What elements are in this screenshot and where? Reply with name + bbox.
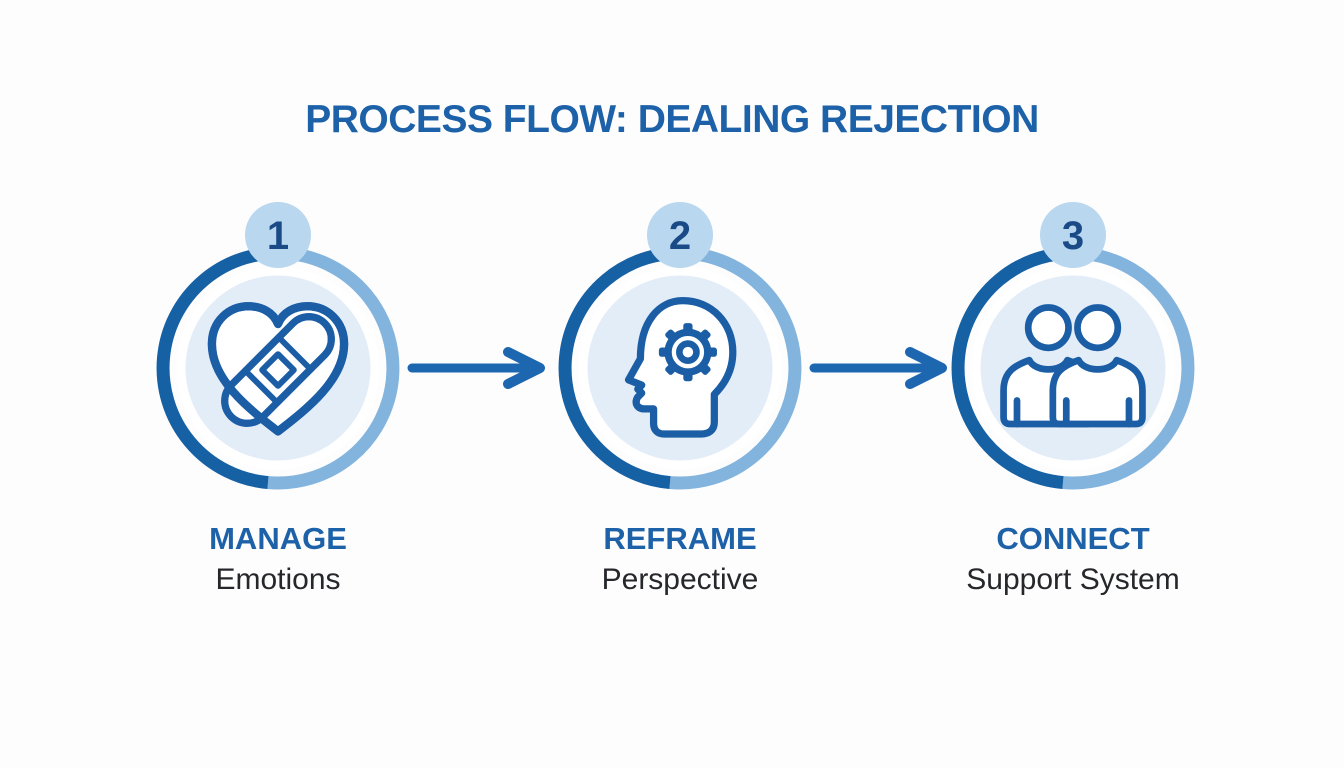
progress-ring <box>558 246 802 490</box>
step-3: 3 CONNECT Support System <box>913 186 1233 599</box>
support-people-icon <box>1000 304 1146 428</box>
arrow-right-icon <box>809 347 947 389</box>
step-3-ring: 3 <box>951 202 1195 490</box>
step-number: 3 <box>1062 214 1084 258</box>
step-1-ring: 1 <box>156 202 400 490</box>
page-title: PROCESS FLOW: DEALING REJECTION <box>305 98 1039 141</box>
step-number: 1 <box>267 214 289 258</box>
step-number-badge: 3 <box>1040 202 1106 268</box>
step-number-badge: 2 <box>647 202 713 268</box>
bandaged-heart-icon <box>207 302 349 436</box>
step-label: MANAGE <box>209 521 347 556</box>
step-number-badge: 1 <box>245 202 311 268</box>
progress-ring <box>951 246 1195 490</box>
step-1: 1 MANAGE Emotions <box>118 186 438 599</box>
arrow-right-icon <box>407 347 545 389</box>
progress-ring <box>156 246 400 490</box>
step-sublabel: Emotions <box>215 563 341 597</box>
step-label: CONNECT <box>996 521 1150 556</box>
step-label: REFRAME <box>603 521 757 556</box>
head-gear-icon <box>624 297 737 438</box>
step-number: 2 <box>669 214 691 258</box>
step-sublabel: Support System <box>966 563 1180 597</box>
step-2: 2 REFRAME Perspective <box>520 186 840 599</box>
step-sublabel: Perspective <box>601 563 759 597</box>
step-2-ring: 2 <box>558 202 802 490</box>
